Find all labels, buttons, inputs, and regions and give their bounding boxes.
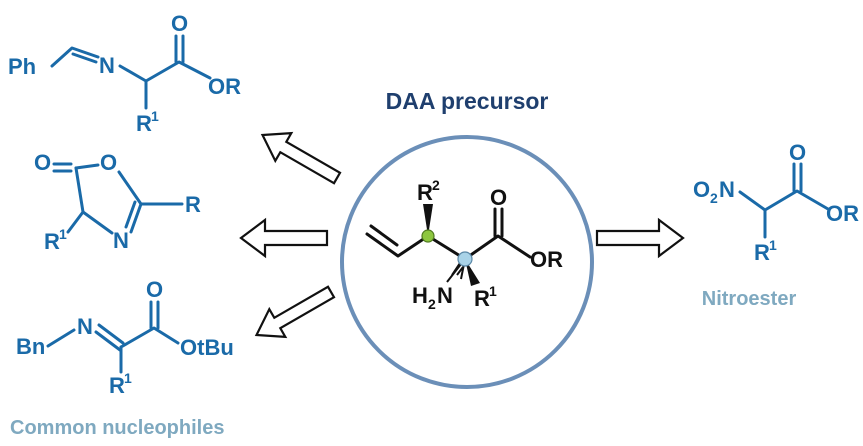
- ketimine-bn-label: Bn: [16, 334, 45, 359]
- imine-n-label: N: [99, 53, 115, 78]
- daa-r2-label: R: [417, 180, 433, 205]
- imine-o-label: O: [171, 11, 188, 36]
- daa-n-label: N: [437, 283, 453, 308]
- imine-r-sup: 1: [151, 108, 159, 124]
- azlactone-carbonyl: [52, 162, 73, 173]
- imine-backbone: [118, 60, 212, 83]
- common-nucleophiles-caption: Common nucleophiles: [10, 417, 224, 439]
- imine-ester-structure: Ph N O OR R 1: [8, 11, 241, 136]
- ketimine-double-bond: [94, 323, 125, 352]
- imine-r-label: R: [136, 111, 152, 136]
- nitro-r-sup: 1: [769, 237, 777, 253]
- azlactone-n-label: N: [113, 228, 129, 253]
- daa-r1-label: R: [474, 286, 490, 311]
- nitroester-structure: O 2 N O OR R 1: [693, 140, 859, 265]
- ketimine-otbu-label: OtBu: [180, 335, 234, 360]
- imine-ph-label: Ph: [8, 54, 36, 79]
- azlactone-o-c: [117, 170, 143, 206]
- arrow-to-azlactone: [239, 217, 329, 259]
- daa-r2-sup: 2: [432, 177, 440, 193]
- nitro-carbonyl-o-label: O: [789, 140, 806, 165]
- daa-nh2-hash-bond: [446, 258, 466, 283]
- daa-or-label: OR: [530, 247, 563, 272]
- azlactone-r-label: R: [185, 192, 201, 217]
- arrow-to-imine: [260, 131, 342, 185]
- daa-precursor-circle: [340, 135, 594, 389]
- ketimine-n-label: N: [77, 314, 93, 339]
- azlactone-ring-o-label: O: [100, 150, 117, 175]
- daa-o-label: O: [490, 185, 507, 210]
- ketimine-o-label: O: [146, 277, 163, 302]
- azlactone-c-o: [74, 163, 100, 170]
- nitro-o-label: O: [693, 177, 710, 202]
- imine-or-label: OR: [208, 74, 241, 99]
- ketimine-r-sup: 1: [124, 370, 132, 386]
- azlactone-r1-sup: 1: [59, 226, 67, 242]
- nitro-backbone: [738, 189, 830, 212]
- ketimine-bn-bond: [46, 328, 76, 348]
- daa-h-label: H: [412, 283, 428, 308]
- nitroester-caption: Nitroester: [702, 288, 797, 310]
- nitro-or-label: OR: [826, 201, 859, 226]
- daa-precursor-title: DAA precursor: [386, 88, 549, 114]
- ketimine-backbone: [119, 326, 180, 349]
- arrow-to-nitroester: [595, 217, 685, 259]
- stereocenter-green-dot: [421, 229, 435, 243]
- daa-r1-wedge: [465, 259, 480, 286]
- nitro-r-label: R: [754, 240, 770, 265]
- azlactone-structure: O O N R R 1: [34, 150, 201, 254]
- imine-carbonyl: [174, 34, 185, 64]
- ketimine-carbonyl: [149, 300, 160, 330]
- daa-r1-sup: 1: [489, 283, 497, 299]
- azlactone-left-edge: [74, 166, 114, 235]
- ketimine-ester-structure: Bn N O OtBu R 1: [16, 277, 234, 398]
- daa-backbone: [426, 234, 532, 261]
- azlactone-c-n-double: [124, 200, 143, 234]
- ketimine-r-label: R: [109, 373, 125, 398]
- nitro-n-label: N: [719, 177, 735, 202]
- imine-double-bond: [71, 52, 98, 64]
- stereocenter-blue-dot: [457, 251, 473, 267]
- nitro-carbonyl: [792, 162, 803, 193]
- daa-vinyl-bond: [365, 232, 430, 258]
- azlactone-r1-label: R: [44, 229, 60, 254]
- azlactone-r1-bond: [66, 210, 85, 234]
- daa-r2-wedge: [423, 204, 433, 236]
- daa-h2-sub: 2: [428, 296, 436, 312]
- daa-carbonyl: [493, 207, 504, 238]
- imine-bond-ph: [50, 46, 100, 68]
- arrow-to-ketimine: [254, 285, 336, 339]
- nitro-2-sub: 2: [710, 190, 718, 206]
- azlactone-carbonyl-o-label: O: [34, 150, 51, 175]
- daa-precursor-structure: R 2 O OR H 2 N R 1: [365, 177, 563, 312]
- daa-vinyl-double: [369, 224, 399, 247]
